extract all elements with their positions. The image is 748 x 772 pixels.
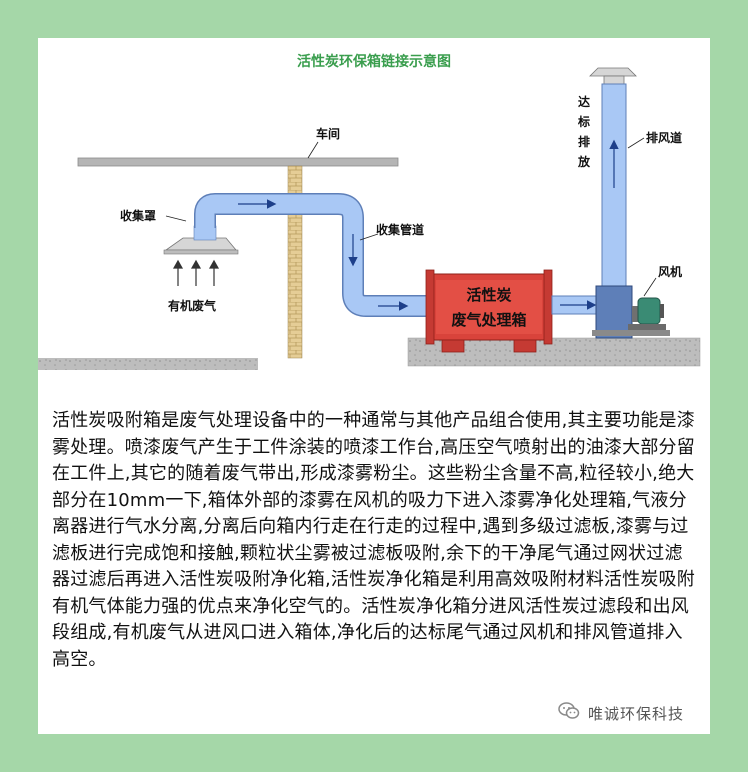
exhaust-stack [589, 67, 637, 325]
carbon-treatment-box: 活性炭 废气处理箱 [425, 269, 553, 353]
fan-motor [592, 285, 670, 339]
diagram: 活性炭环保箱链接示意图 车间 收集罩 有机废气 收集管道 [38, 53, 701, 370]
diagram-title: 活性炭环保箱链接示意图 [297, 53, 451, 70]
footer-brand: 唯诚环保科技 [558, 702, 684, 724]
workshop-roof [77, 157, 399, 167]
label-exhaust-gas: 有机废气 [168, 298, 216, 313]
label-hood: 收集罩 [120, 208, 156, 223]
svg-text:达: 达 [578, 94, 590, 109]
label-pipe: 收集管道 [376, 222, 424, 237]
description-paragraph: 活性炭吸附箱是废气处理设备中的一种通常与其他产品组合使用,其主要功能是漆雾处理。… [52, 410, 695, 670]
content-card: 活性炭环保箱链接示意图 车间 收集罩 有机废气 收集管道 [38, 38, 710, 734]
gas-arrows [172, 259, 220, 286]
label-discharge: 达 标 排 放 [577, 94, 591, 169]
box-label-line2: 废气处理箱 [451, 311, 526, 329]
label-workshop: 车间 [316, 126, 340, 141]
ground-slab-left [38, 358, 258, 370]
collection-pipe [194, 193, 430, 317]
box-label-line1: 活性炭 [466, 286, 511, 304]
wechat-icon [558, 702, 580, 724]
label-fan: 风机 [658, 264, 682, 279]
brand-name: 唯诚环保科技 [587, 704, 684, 723]
svg-text:标: 标 [577, 114, 590, 129]
svg-text:放: 放 [577, 154, 591, 169]
svg-text:排: 排 [578, 134, 590, 149]
label-exhaust-duct: 排风道 [646, 130, 682, 145]
